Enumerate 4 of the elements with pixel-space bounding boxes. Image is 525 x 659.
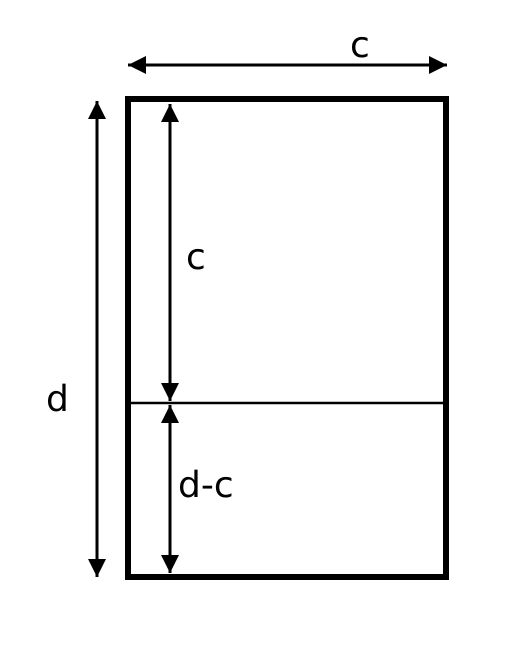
dimension-label: d-c	[178, 468, 234, 504]
dimension-label: c	[350, 28, 370, 64]
dimension-label: d	[46, 382, 69, 418]
dimension-label: c	[186, 240, 206, 276]
